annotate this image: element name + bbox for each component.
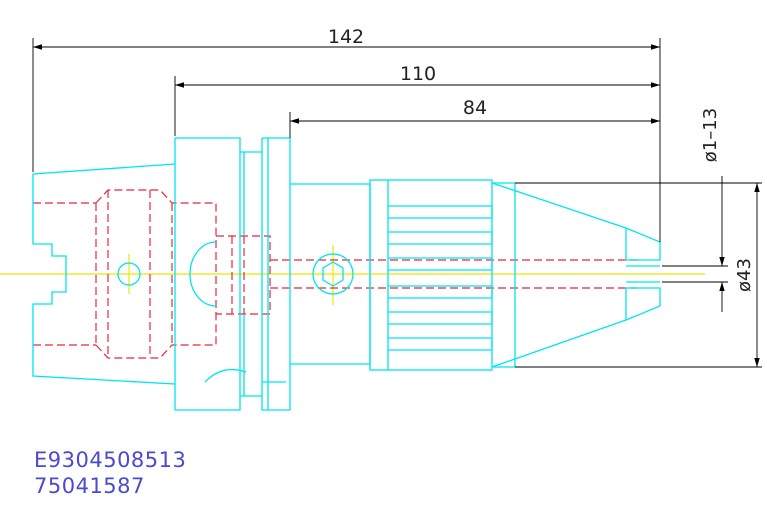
dim-label-84: 84	[463, 97, 487, 119]
article-code-2: 75041587	[34, 474, 145, 498]
hidden-lines	[33, 189, 640, 359]
dim-label-142: 142	[328, 26, 364, 48]
dim-label-body-diameter: ø43	[734, 258, 755, 292]
dimension-lines	[32, 38, 762, 368]
dim-label-clamp-range: ø1–13	[700, 108, 721, 162]
knurl-slots	[388, 205, 493, 351]
dim-label-110: 110	[400, 63, 436, 85]
tool-outline	[32, 137, 661, 411]
article-code-1: E9304508513	[34, 448, 187, 472]
